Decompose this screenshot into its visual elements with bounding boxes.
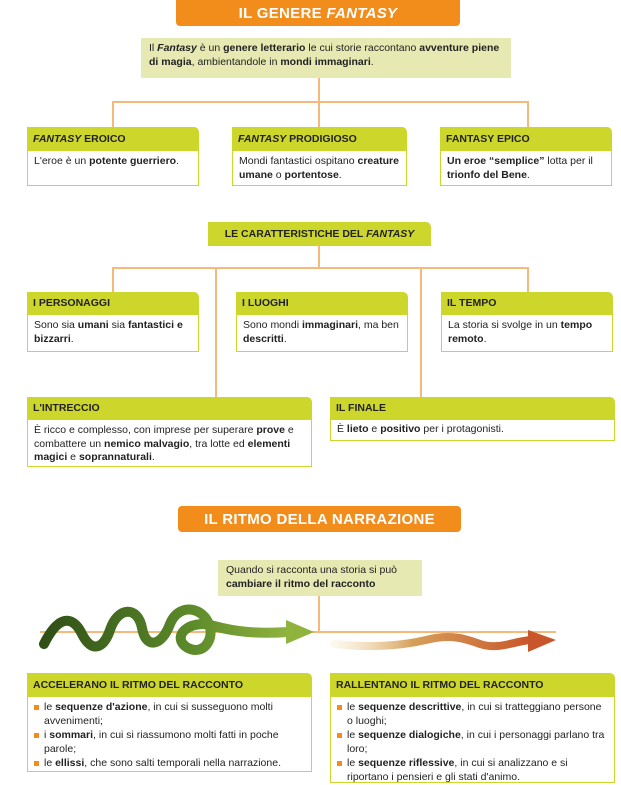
genre-definition: Il Fantasy è un genere letterario le cui… [141, 38, 511, 78]
list-item: le sequenze descrittive, in cui si tratt… [337, 701, 608, 728]
rhythm-intro: Quando si racconta una storia si può cam… [218, 560, 422, 596]
main-title-italic: FANTASY [326, 5, 397, 22]
personaggi-header: I PERSONAGGI [27, 292, 199, 314]
accelerate-list: le sequenze d'azione, in cui si susseguo… [34, 701, 305, 771]
main-title-text: IL GENERE [239, 5, 327, 22]
list-item: i sommari, in cui si riassumono molti fa… [34, 729, 305, 756]
type-prodigioso-text: Mondi fantastici ospitano creature umane… [232, 150, 407, 186]
accelerate-list-box: le sequenze d'azione, in cui si susseguo… [27, 696, 312, 772]
list-item: le sequenze dialogiche, in cui i persona… [337, 729, 608, 756]
tempo-header: IL TEMPO [441, 292, 613, 314]
list-item: le ellissi, che sono salti temporali nel… [34, 757, 305, 771]
type-epico-text: Un eroe “semplice” lotta per il trionfo … [440, 150, 612, 186]
slow-header: RALLENTANO IL RITMO DEL RACCONTO [330, 673, 615, 696]
type-prodigioso-header: FANTASY PRODIGIOSO [232, 127, 407, 150]
type-eroico-header: FANTASY EROICO [27, 127, 199, 150]
finale-text: È lieto e positivo per i protagonisti. [330, 419, 615, 441]
luoghi-text: Sono mondi immaginari, ma ben descritti. [236, 314, 408, 352]
slow-list-box: le sequenze descrittive, in cui si tratt… [330, 696, 615, 783]
intreccio-text: È ricco e complesso, con imprese per sup… [27, 419, 312, 467]
personaggi-text: Sono sia umani sia fantastici e bizzarri… [27, 314, 199, 352]
rhythm-title: IL RITMO DELLA NARRAZIONE [178, 506, 461, 532]
slow-down-arrow-icon [330, 620, 562, 660]
intreccio-header: L'INTRECCIO [27, 397, 312, 419]
list-item: le sequenze d'azione, in cui si susseguo… [34, 701, 305, 728]
slow-list: le sequenze descrittive, in cui si tratt… [337, 701, 608, 784]
luoghi-header: I LUOGHI [236, 292, 408, 314]
finale-header: IL FINALE [330, 397, 615, 419]
type-epico-header: FANTASY EPICO [440, 127, 612, 150]
type-eroico-text: L'eroe è un potente guerriero. [27, 150, 199, 186]
tempo-text: La storia si svolge in un tempo remoto. [441, 314, 613, 352]
list-item: le sequenze riflessive, in cui si analiz… [337, 757, 608, 784]
accelerate-header: ACCELERANO IL RITMO DEL RACCONTO [27, 673, 312, 696]
main-title: IL GENERE FANTASY [176, 0, 460, 26]
characteristics-header: LE CARATTERISTICHE DEL FANTASY [208, 222, 431, 246]
accelerate-arrow-icon [38, 596, 318, 668]
